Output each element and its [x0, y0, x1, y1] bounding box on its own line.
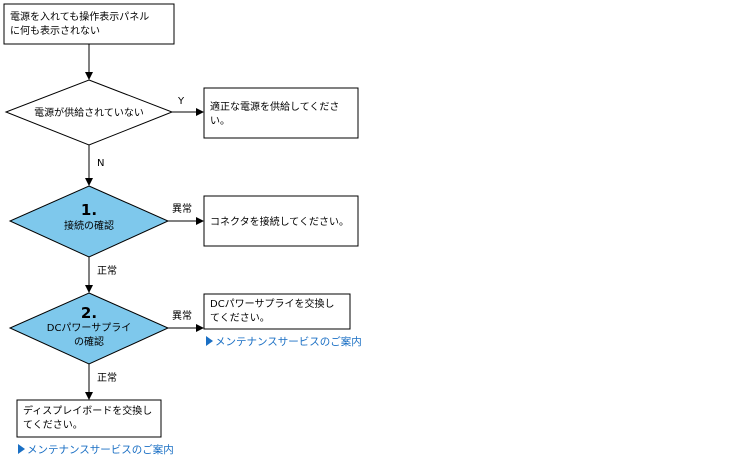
step2-normal-label: 正常 [97, 371, 117, 384]
step1-label: 接続の確認 [64, 219, 114, 232]
step1-number: 1. [81, 201, 97, 219]
play-triangle-icon [18, 444, 25, 454]
action-connector-line-1: コネクタを接続してください。 [210, 215, 349, 228]
step1-normal-label: 正常 [97, 264, 117, 277]
branch-yes-label: Y [177, 96, 185, 107]
action-power-line-1: 適正な電源を供給してくださ [210, 100, 339, 113]
action-connector-box [203, 195, 359, 247]
action-dc-box [203, 293, 351, 330]
maintenance-service-link-1-label: メンテナンスサービスのご案内 [215, 336, 362, 348]
action-power-box [203, 87, 359, 139]
action-dc-line-1: DCパワーサプライを交換し [210, 297, 334, 310]
step1-abnormal-label: 異常 [172, 202, 192, 215]
step2-number: 2. [81, 304, 97, 322]
step2-line-1: DCパワーサプライ [47, 322, 131, 334]
play-triangle-icon [206, 336, 213, 346]
decision-power [4, 79, 174, 146]
maintenance-service-link-2-label: メンテナンスサービスのご案内 [27, 444, 174, 456]
start-box [3, 3, 175, 45]
action-power-line-2: い。 [210, 116, 230, 127]
action-display-box [16, 399, 162, 438]
action-display-line-1: ディスプレイボードを交換し [23, 404, 152, 417]
step2-abnormal-label: 異常 [172, 309, 192, 322]
action-display-line-2: てください。 [23, 419, 83, 431]
start-box-line-2: に何も表示されない [10, 24, 100, 37]
connectors [85, 44, 204, 400]
step1-diamond [8, 185, 170, 258]
decision-power-label: 電源が供給されていない [34, 106, 144, 119]
action-dc-line-2: てください。 [210, 312, 270, 324]
step2-diamond [8, 292, 170, 365]
step2-line-2: の確認 [74, 335, 104, 348]
maintenance-service-link-1[interactable]: メンテナンスサービスのご案内 [206, 336, 362, 349]
maintenance-service-link-2[interactable]: メンテナンスサービスのご案内 [18, 444, 174, 457]
branch-no-label: N [97, 158, 104, 169]
start-box-line-1: 電源を入れても操作表示パネル [10, 10, 149, 23]
